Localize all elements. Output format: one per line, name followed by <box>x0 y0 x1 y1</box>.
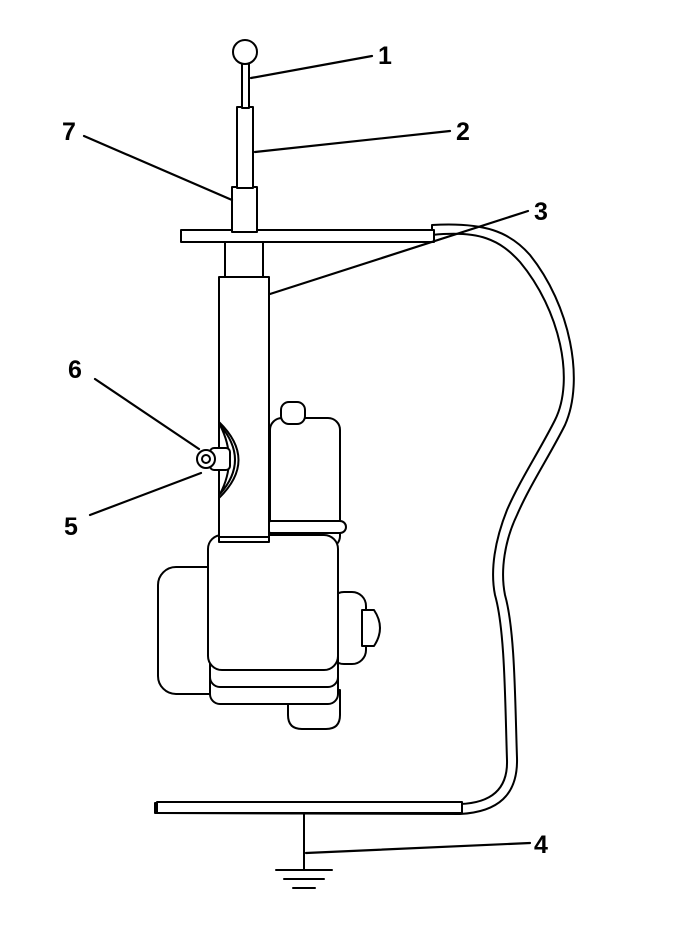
ground-cable <box>154 223 575 815</box>
callout-2: 2 <box>456 118 470 146</box>
mast-middle-section <box>236 106 254 189</box>
callout-7: 7 <box>62 118 76 146</box>
upper-mount-plate <box>180 229 435 243</box>
grommet-outline <box>218 421 240 499</box>
antenna-mast <box>218 39 270 543</box>
leader-2 <box>253 129 452 154</box>
motor-assembly <box>157 401 381 730</box>
motor-main-body <box>207 534 339 671</box>
mast-tube-lower <box>224 241 264 280</box>
mast-housing <box>218 276 270 543</box>
callout-4: 4 <box>534 831 548 859</box>
motor-top-knob <box>280 401 306 425</box>
mast-base-section <box>231 186 258 233</box>
mast-top-section <box>241 61 250 109</box>
grommet <box>219 424 236 495</box>
motor-band <box>264 520 347 534</box>
callout-5: 5 <box>64 513 78 541</box>
leader-1 <box>249 54 374 80</box>
lower-mount-plate <box>156 801 463 814</box>
callout-1: 1 <box>378 42 392 70</box>
leader-5 <box>88 471 203 517</box>
connector-bore <box>201 454 211 464</box>
leader-7 <box>82 134 234 202</box>
ground-symbol <box>275 812 333 889</box>
motor-side-nub <box>361 609 381 647</box>
leader-3 <box>268 209 530 296</box>
leader-4 <box>304 841 532 855</box>
leader-6 <box>93 377 201 451</box>
callout-6: 6 <box>68 356 82 384</box>
callout-3: 3 <box>534 198 548 226</box>
leader-lines <box>82 54 532 855</box>
mast-tip-ball <box>232 39 258 65</box>
